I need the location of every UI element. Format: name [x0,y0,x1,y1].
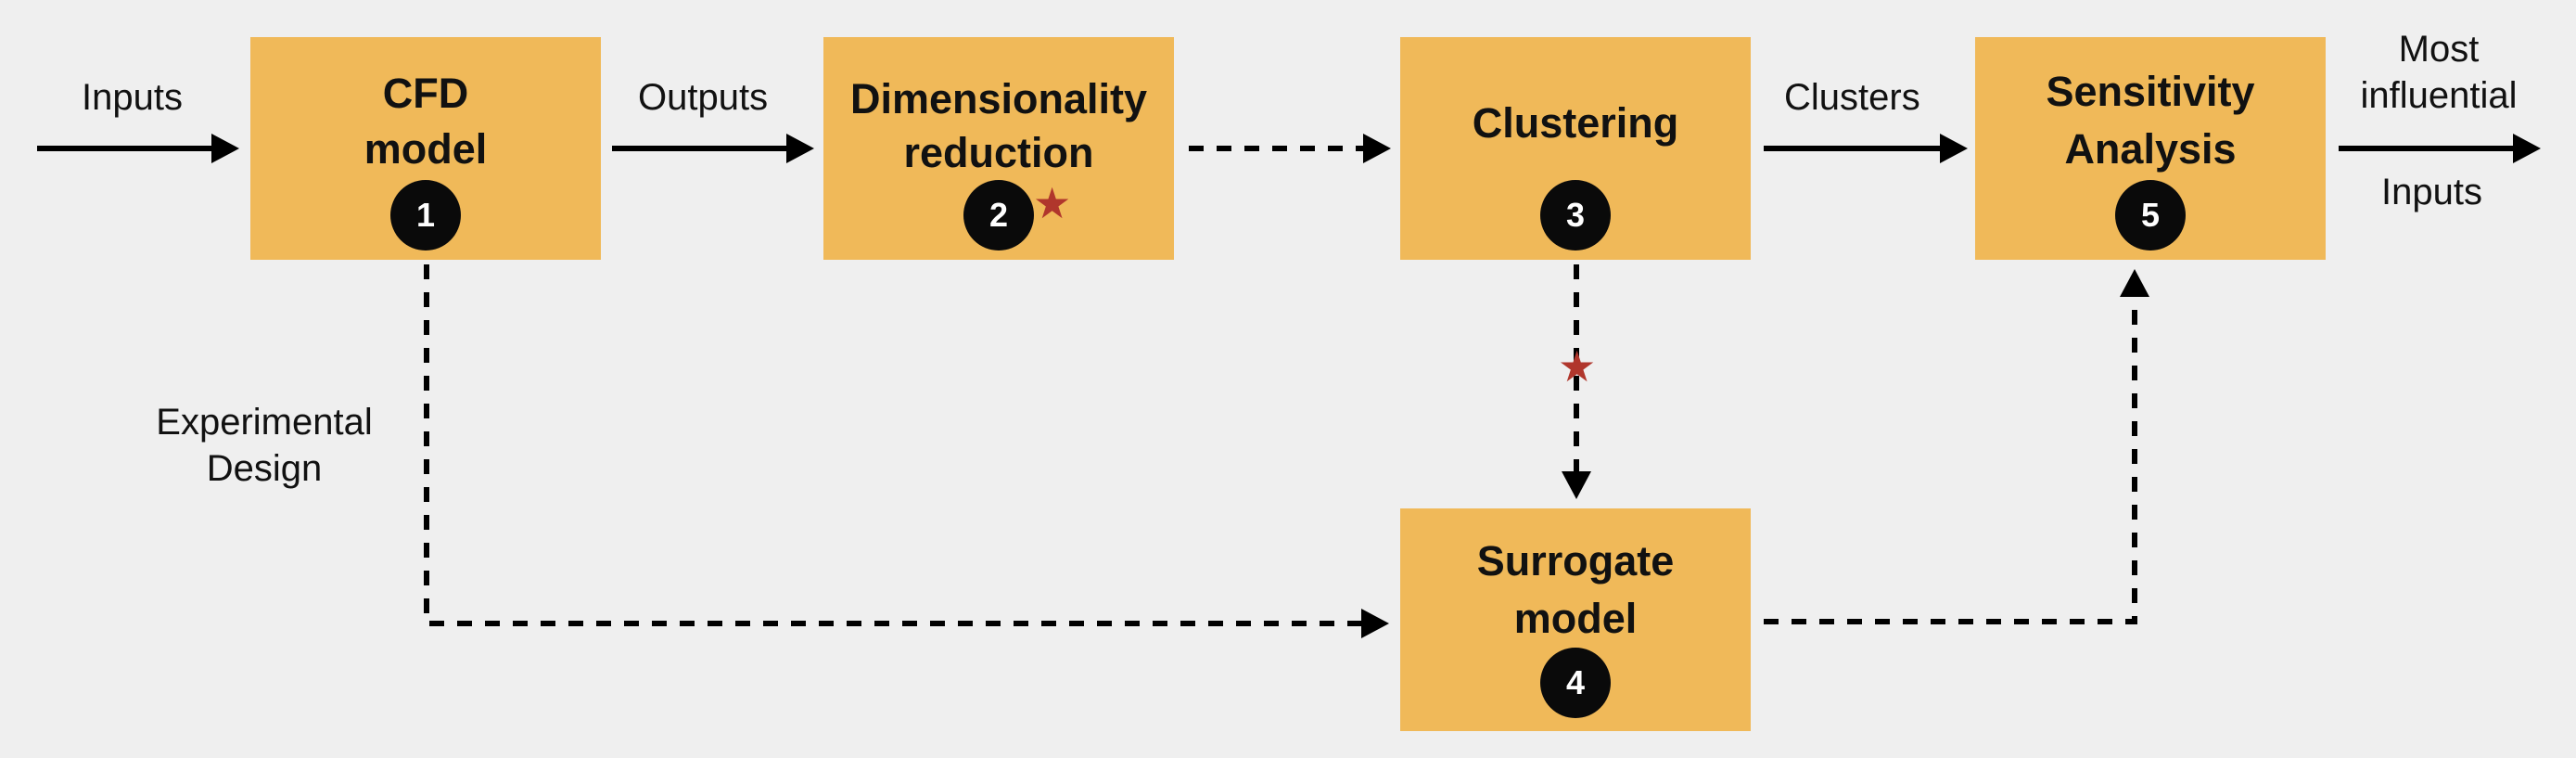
label-experimental-line2: Design [206,448,323,489]
label-experimental-design: Experimental Design [139,399,389,492]
node-title: Sensitivity [2046,68,2255,115]
arrowhead-clustering-to-sensitivity [1940,134,1968,163]
node-title: Surrogate [1476,537,1675,585]
star-marker-icon: ★ [1033,179,1072,227]
star-marker-icon: ★ [1558,342,1597,391]
node-title: CFD [382,70,469,117]
node-title: Dimensionality [849,75,1148,122]
arrowhead-cfd-to-surrogate [1361,609,1389,638]
node-title-line2: reduction [903,129,1094,176]
arrowhead-clustering-to-surrogate [1562,471,1591,499]
node-sensitivity-analysis: Sensitivity Analysis 5 [1975,37,2326,260]
node-title-line2: model [1513,595,1638,642]
arrowhead-dimred-to-clustering [1363,134,1391,163]
label-most-line1: Most [2398,29,2480,70]
node-title-line2: model [363,125,488,173]
label-clusters: Clusters [1784,77,1920,118]
node-number-badge: 2 [963,180,1034,251]
node-number-badge: 3 [1540,180,1611,251]
node-clustering: Clustering 3 [1400,37,1751,260]
arrowhead-inputs-to-cfd [211,134,239,163]
arrowhead-surrogate-to-sensitivity [2120,269,2149,297]
arrow-cfd-to-surrogate [424,264,1361,626]
node-number-badge: 4 [1540,648,1611,718]
label-experimental-line1: Experimental [156,402,373,443]
node-title-line2: Analysis [2064,125,2237,173]
node-surrogate-model: Surrogate model 4 [1400,508,1751,731]
label-outputs: Outputs [638,77,769,118]
label-inputs: Inputs [82,77,183,118]
arrowhead-cfd-to-dimred [786,134,814,163]
node-cfd-model: CFD model 1 [250,37,601,260]
node-dimensionality-reduction: Dimensionality reduction 2 ★ [823,37,1174,260]
node-title: Clustering [1472,99,1679,147]
label-most-influential: Most influential [2346,26,2531,119]
arrow-surrogate-to-sensitivity [1764,295,2137,624]
label-most-line2: influential [2360,75,2518,116]
label-inputs-out: Inputs [2381,172,2482,212]
node-number-badge: 5 [2115,180,2186,251]
node-number-badge: 1 [390,180,461,251]
arrowhead-sensitivity-to-output [2513,134,2541,163]
